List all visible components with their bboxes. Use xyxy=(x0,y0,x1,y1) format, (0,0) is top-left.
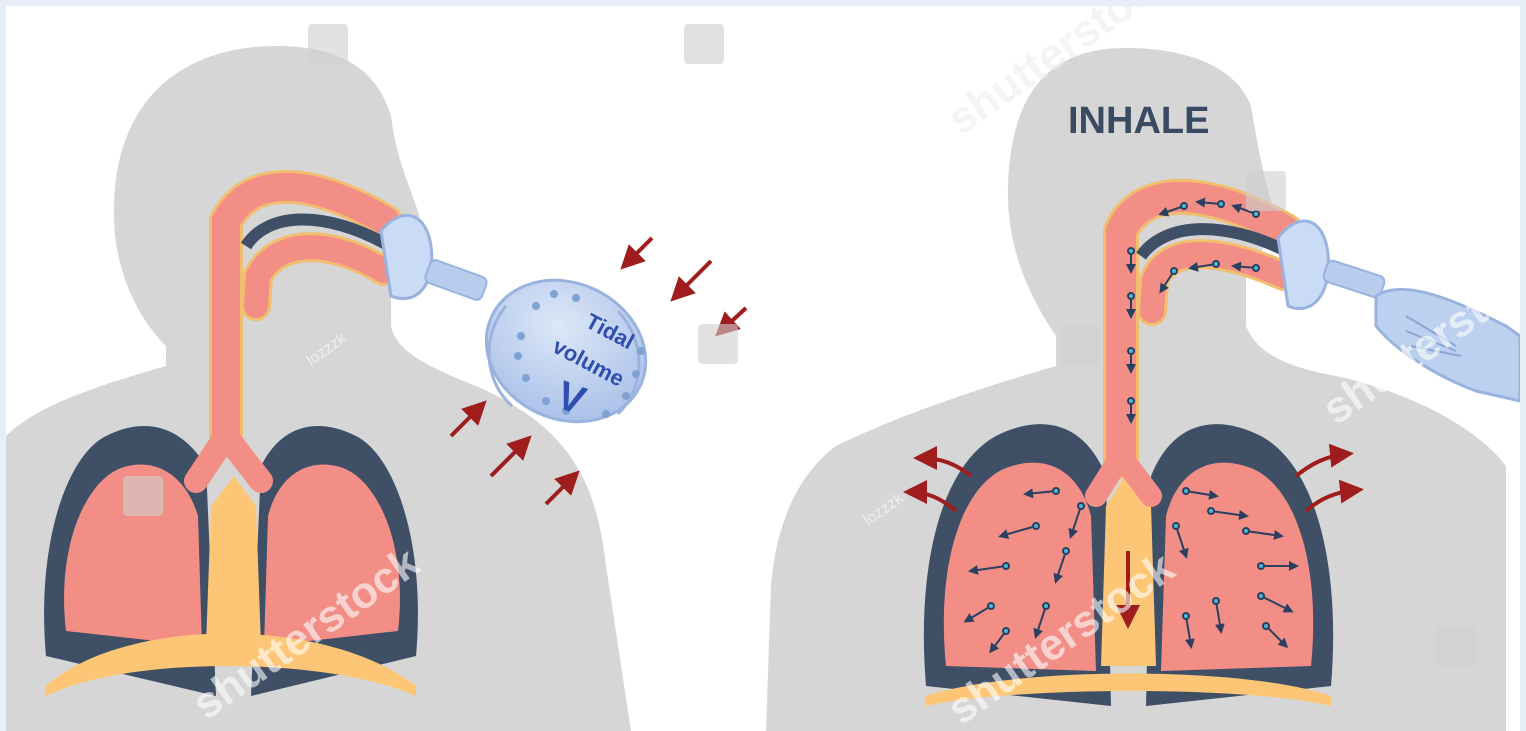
ventilation-diagram: Tidal volume V INHALE xyxy=(6,6,1520,731)
diagram-frame: Tidal volume V INHALE xyxy=(6,6,1520,731)
left-figure: Tidal volume V xyxy=(6,46,746,731)
inhale-label: INHALE xyxy=(1068,100,1209,142)
right-figure: INHALE xyxy=(766,48,1520,731)
